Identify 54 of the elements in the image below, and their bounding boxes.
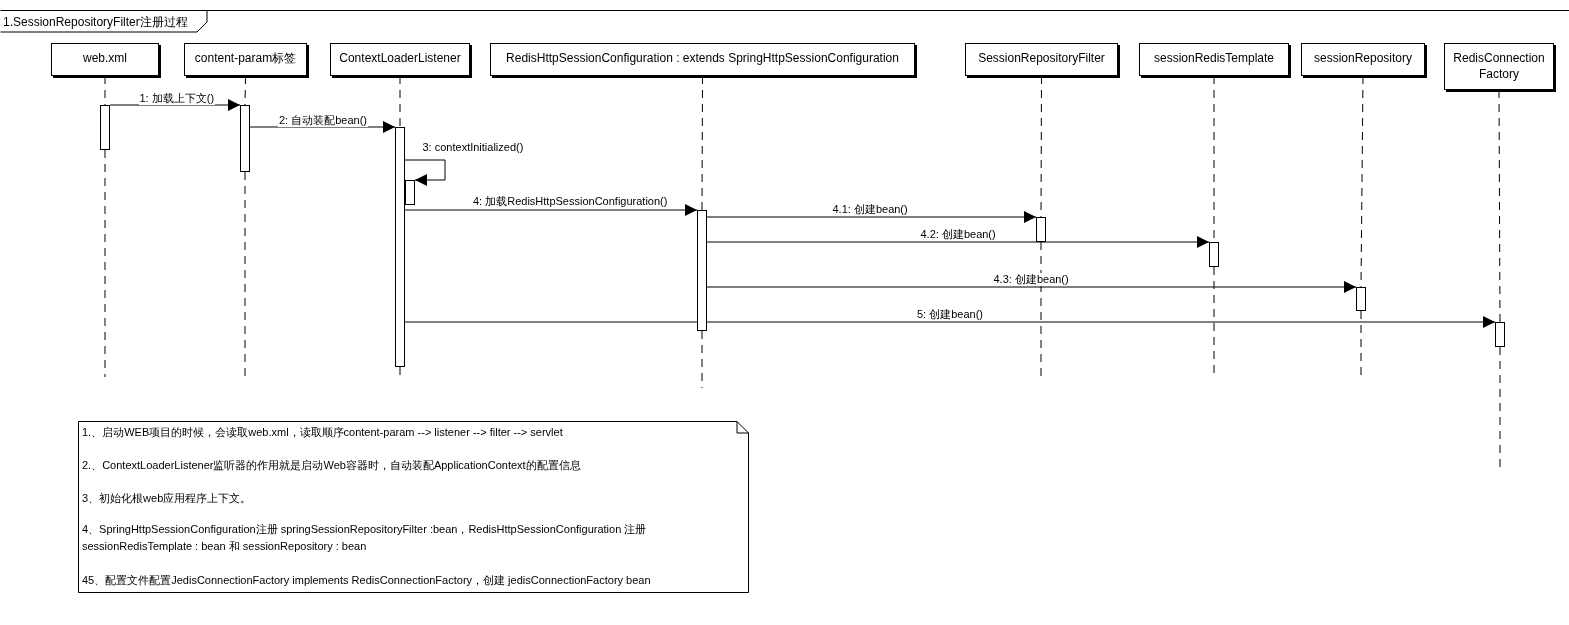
activation-bar [1356, 287, 1366, 311]
frame-title: 1.SessionRepositoryFilter注册过程 [3, 14, 188, 31]
activation-bar [100, 105, 110, 150]
lifeline [701, 75, 703, 211]
message-label: 4: 加载RedisHttpSessionConfiguration() [472, 195, 669, 208]
lifeline [104, 149, 106, 378]
note-text: 1.、启动WEB项目的时候，会读取web.xml，读取顺序content-param --> listener --> filter --> servlet [82, 425, 564, 440]
message-arrow [249, 121, 396, 133]
lifeline-head: SessionRepositoryFilter [965, 43, 1118, 76]
lifeline-head: sessionRepository [1301, 43, 1425, 76]
lifeline [1040, 75, 1042, 218]
lifeline [1499, 346, 1501, 469]
lifeline-head: RedisConnectionFactory [1444, 43, 1554, 90]
lifeline-head: RedisHttpSessionConfiguration : extends SpringHttpSessionConfiguration [490, 43, 915, 76]
activation-bar [240, 105, 250, 172]
note-text: 4、SpringHttpSessionConfiguration注册 springSessionRepositoryFilter :bean，RedisHttpSessionConfiguration 注册 sessionRedisTemplate : bean 和 sessionRepository : bean [82, 522, 648, 554]
message-arrow [404, 204, 698, 216]
note-box [78, 421, 749, 593]
activation-bar [395, 127, 405, 367]
note-text: 45、配置文件配置JedisConnectionFactory implements RedisConnectionFactory，创建 jedisConnectionFactory bean [82, 573, 652, 588]
message-arrow [109, 99, 241, 111]
note-text: 3、初始化根web应用程序上下文。 [82, 491, 253, 506]
message-label: 5: 创建bean() [916, 308, 985, 321]
lifeline-head: ContextLoaderListener [330, 43, 470, 76]
note-text: 2.、ContextLoaderListener监听器的作用就是启动Web容器时，自动装配ApplicationContext的配置信息 [82, 458, 582, 473]
activation-bar [1036, 217, 1046, 242]
message-label: 2: 自动装配bean() [278, 114, 369, 127]
lifeline [1360, 75, 1364, 288]
message-arrow [706, 236, 1210, 248]
activation-bar [1209, 242, 1219, 267]
lifeline [244, 171, 246, 378]
activation-bar [697, 210, 707, 331]
lifeline-head: sessionRedisTemplate [1139, 43, 1289, 76]
message-label: 4.1: 创建bean() [831, 203, 909, 216]
lifeline [244, 75, 246, 106]
message-label: 4.2: 创建bean() [919, 228, 997, 241]
message-arrow [404, 159, 446, 186]
lifeline-head: web.xml [51, 43, 159, 76]
lifeline [399, 75, 401, 128]
lifeline [399, 366, 401, 378]
message-arrow [404, 316, 1496, 328]
lifeline [104, 75, 106, 106]
message-arrow [706, 281, 1357, 293]
message-label: 1: 加载上下文() [138, 92, 216, 105]
lifeline [701, 330, 703, 389]
message-arrow [706, 211, 1037, 223]
message-label: 4.3: 创建bean() [992, 273, 1070, 286]
lifeline [1498, 89, 1501, 323]
activation-bar [1495, 322, 1505, 347]
lifeline-head: content-param标签 [184, 43, 307, 76]
activation-bar [405, 180, 415, 205]
lifeline [1360, 310, 1362, 378]
message-label: 3: contextInitialized() [421, 141, 525, 154]
lifeline [1040, 241, 1042, 378]
